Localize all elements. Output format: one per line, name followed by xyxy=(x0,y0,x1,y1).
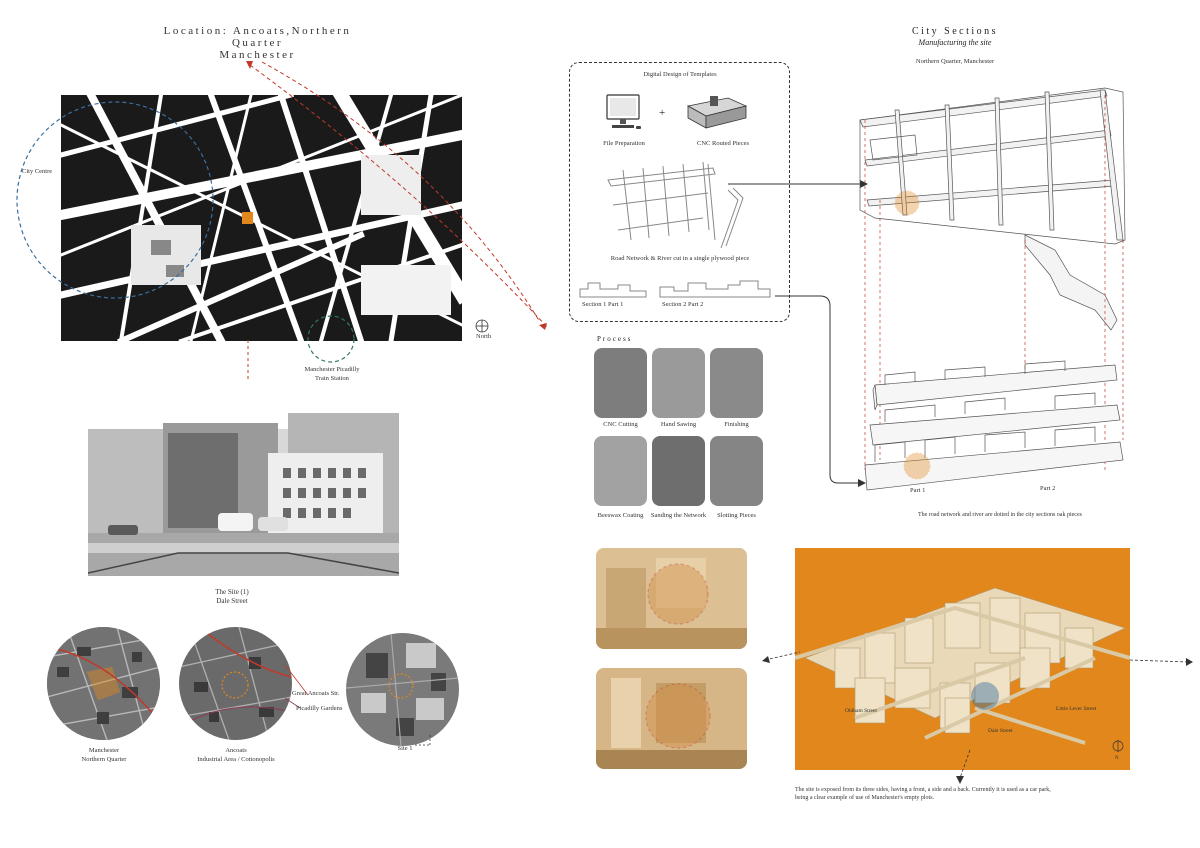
model-detail-2-svg xyxy=(596,668,747,769)
process-photo-1 xyxy=(594,348,647,418)
label-great-ancoats: Great Ancoats Str. xyxy=(292,690,340,697)
model-detail-photo-1 xyxy=(596,548,747,649)
section1-label: Section 1 Part 1 xyxy=(582,301,624,308)
figure-ground-map xyxy=(61,95,462,341)
site-caption-line2: Dale Street xyxy=(216,597,248,606)
process-grid: CNC Cutting Hand Sawing Finishing Beeswa… xyxy=(594,348,764,524)
location-title-line2: Manchester xyxy=(219,49,296,61)
section2-label: Section 2 Part 2 xyxy=(662,301,704,308)
station-label-line2: Train Station xyxy=(315,374,349,382)
process-photo-3 xyxy=(710,348,763,418)
road-network-label: Road Network & River cut in a single ply… xyxy=(610,255,750,262)
label-little-lever-street: Little Lever Street xyxy=(1056,706,1097,712)
model-detail-1-svg xyxy=(596,548,747,649)
templates-title: Digital Design of Templates xyxy=(643,71,717,78)
process-photo-6 xyxy=(710,436,763,506)
model-svg xyxy=(795,587,1130,752)
part2-label: Part 2 xyxy=(1040,485,1056,492)
north-label: North xyxy=(476,333,492,340)
cnc-pieces-label: CNC Routed Pieces xyxy=(697,140,749,147)
template-arrows xyxy=(728,180,868,487)
site-marker xyxy=(242,212,253,224)
computer-icon xyxy=(606,94,641,129)
label-picadilly-gardens: Picadilly Gardens xyxy=(296,705,343,712)
location-title-line1: Location: Ancoats,Northern Quarter xyxy=(163,25,352,49)
templates-box xyxy=(569,62,790,322)
process-title: Process xyxy=(597,335,633,343)
aerial-circle-ancoats xyxy=(179,627,292,740)
station-label: Manchester Picadilly Train Station xyxy=(292,366,372,384)
process-step-2: Hand Sawing xyxy=(660,421,697,428)
city-sections-place: Northern Quarter, Manchester xyxy=(915,58,995,65)
process-step-1: CNC Cutting xyxy=(603,421,638,428)
circle-caption-1-line2: Northern Quarter xyxy=(81,755,127,763)
label-dale-street: Dale Street xyxy=(988,728,1013,734)
process-photo-4 xyxy=(594,436,647,506)
plus-sign: + xyxy=(659,107,666,119)
city-sections-subtitle: Manufacturing the site xyxy=(918,38,992,47)
site-photo-caption: The Site (1) Dale Street xyxy=(200,588,264,607)
location-title: Location: Ancoats,Northern Quarter Manch… xyxy=(140,25,375,61)
aerial-3-svg xyxy=(346,633,459,746)
circle-caption-2: Ancoats Industrial Area / Cottonopolis xyxy=(178,747,294,765)
aerial-circle-northern-quarter xyxy=(47,627,160,740)
station-ring xyxy=(307,315,355,363)
site-panorama-photo xyxy=(88,413,399,576)
circle-callouts-svg xyxy=(284,664,431,746)
model-north-label: N xyxy=(1115,756,1119,761)
map-overlay-svg xyxy=(16,61,549,380)
model-detail-photo-2 xyxy=(596,668,747,769)
city-centre-label: City Centre xyxy=(22,168,53,175)
station-label-line1: Manchester Picadilly xyxy=(304,366,360,373)
aerial-circle-site xyxy=(346,633,459,746)
circle-caption-1-line1: Manchester xyxy=(88,747,120,754)
section-profiles xyxy=(579,280,771,298)
site-caption-line1: The Site (1) xyxy=(215,588,249,596)
city-sections-axonometric xyxy=(859,87,1126,491)
aerial-1-svg xyxy=(47,627,160,740)
label-oldham-street: Oldham Street xyxy=(845,708,877,714)
model-panel xyxy=(795,548,1130,770)
circle-caption-3: Site 1 xyxy=(390,745,420,754)
city-centre-ring xyxy=(16,101,214,299)
part1-label: Part 1 xyxy=(910,487,926,494)
model-caption-line2: being a clear example of use of Manchest… xyxy=(795,795,935,802)
cnc-machine-icon xyxy=(686,96,748,129)
aerial-2-svg xyxy=(179,627,292,740)
process-step-5: Sanding the Network xyxy=(650,512,707,519)
circle-caption-3-line1: Site 1 xyxy=(397,745,413,752)
process-step-4: Beeswax Coating xyxy=(597,512,644,519)
model-caption: The site is exposed from its three sides… xyxy=(795,786,1135,803)
circle-caption-2-line1: Ancoats xyxy=(225,747,247,754)
model-caption-line1: The site is exposed from its three sides… xyxy=(795,787,1051,793)
road-network-template xyxy=(607,161,744,249)
file-prep-label: File Preparation xyxy=(603,140,645,147)
panorama-svg xyxy=(88,413,399,576)
process-step-6: Slotting Pieces xyxy=(717,512,756,519)
process-photo-2 xyxy=(652,348,705,418)
city-sections-caption: The road network and river are dotted in… xyxy=(918,512,1082,518)
circle-caption-1: Manchester Northern Quarter xyxy=(64,747,144,765)
city-sections-title: City Sections xyxy=(911,26,999,37)
process-photo-5 xyxy=(652,436,705,506)
process-step-3: Finishing xyxy=(724,421,749,428)
circle-caption-2-line2: Industrial Area / Cottonopolis xyxy=(197,755,275,763)
model-arrows xyxy=(762,651,1193,784)
figure-ground-svg xyxy=(61,95,462,341)
